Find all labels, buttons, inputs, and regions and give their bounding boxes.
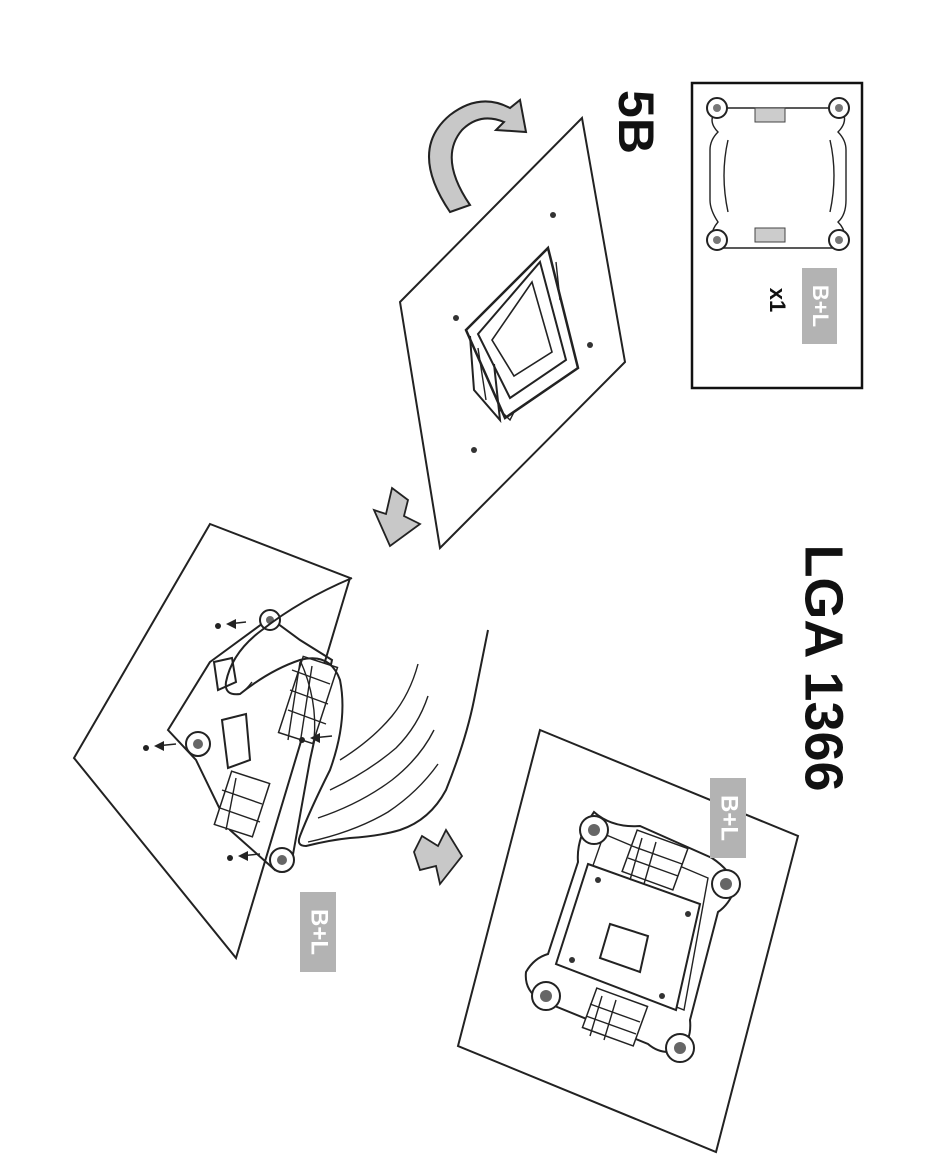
part-tag-middle: B+L <box>306 909 333 955</box>
quantity-label: x1 <box>765 288 790 312</box>
socket-label-group: LGA 1366 <box>794 544 854 791</box>
step-label-group: 5B <box>608 90 664 154</box>
motherboard-back <box>74 524 488 958</box>
socket-label: LGA 1366 <box>794 544 854 791</box>
down-arrow-icon <box>374 488 420 546</box>
down-arrow-icon-2 <box>414 830 462 884</box>
parts-box: B+L x1 <box>692 83 862 388</box>
part-tag-box: B+L <box>808 285 833 327</box>
part-tag-bottom: B+L <box>716 795 743 841</box>
motherboard-installed <box>458 730 798 1152</box>
step-label: 5B <box>608 90 664 154</box>
